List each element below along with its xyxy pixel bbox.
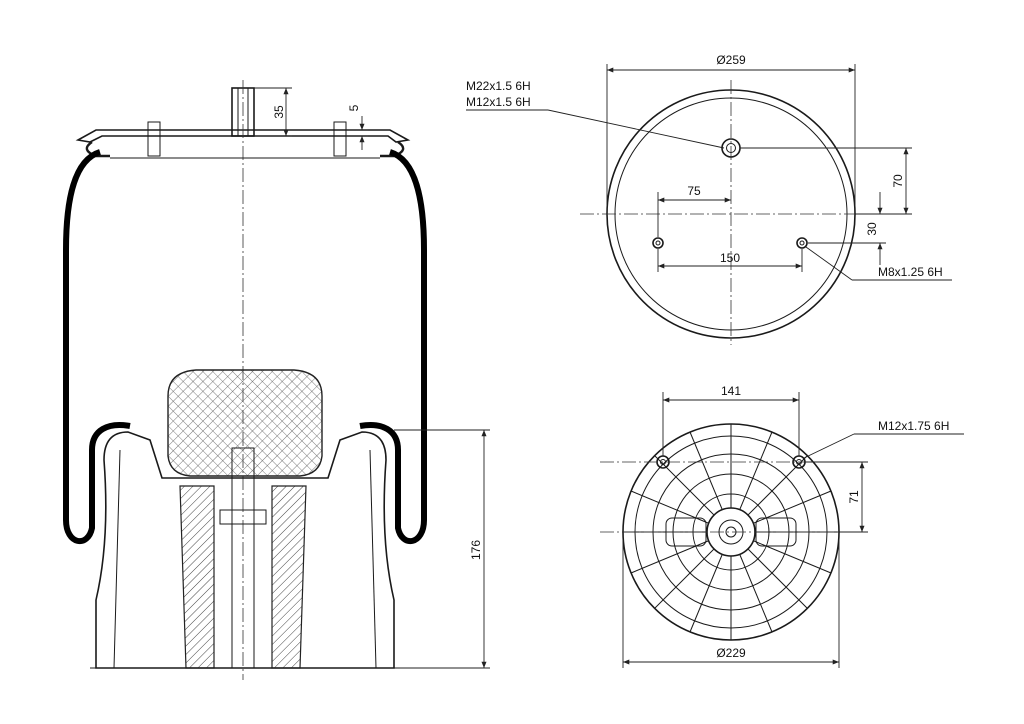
dim-176-label: 176 bbox=[469, 540, 483, 560]
mount-hole-right bbox=[796, 237, 808, 249]
thread-main-label-2: M12x1.5 6H bbox=[466, 95, 531, 109]
dim-75-label: 75 bbox=[687, 184, 701, 198]
dim-71-label: 71 bbox=[847, 490, 861, 504]
mount-hole-left bbox=[652, 237, 664, 249]
top-view: Ø259 M22x1.5 6H M12x1.5 6H 70 30 75 150 … bbox=[466, 53, 952, 345]
thread-main-label-1: M22x1.5 6H bbox=[466, 79, 531, 93]
dim-5-label: 5 bbox=[347, 104, 361, 111]
main-port-inner bbox=[726, 143, 736, 153]
bottom-view: 141 M12x1.75 6H 71 Ø229 bbox=[600, 384, 964, 668]
plate-stud-right bbox=[333, 121, 347, 157]
rubber-bellow bbox=[63, 149, 427, 545]
dim-30-label: 30 bbox=[865, 222, 879, 236]
dim-150-label: 150 bbox=[720, 251, 740, 265]
dim-70-label: 70 bbox=[891, 174, 905, 188]
piston-core-right bbox=[271, 485, 307, 669]
top-plate bbox=[75, 129, 411, 143]
side-section-view: 35 5 176 bbox=[63, 80, 490, 680]
piston-core-left bbox=[179, 485, 215, 669]
piston-outer bbox=[95, 431, 395, 669]
bump-stop bbox=[167, 369, 323, 477]
bottom-thread-label: M12x1.75 6H bbox=[878, 419, 949, 433]
plate-stud-left bbox=[147, 121, 161, 157]
bottom-diameter-label: Ø229 bbox=[716, 646, 746, 660]
thread-small-label: M8x1.25 6H bbox=[878, 265, 943, 279]
dim-35-label: 35 bbox=[272, 105, 286, 119]
dim-141-label: 141 bbox=[721, 384, 741, 398]
top-diameter-label: Ø259 bbox=[716, 53, 746, 67]
